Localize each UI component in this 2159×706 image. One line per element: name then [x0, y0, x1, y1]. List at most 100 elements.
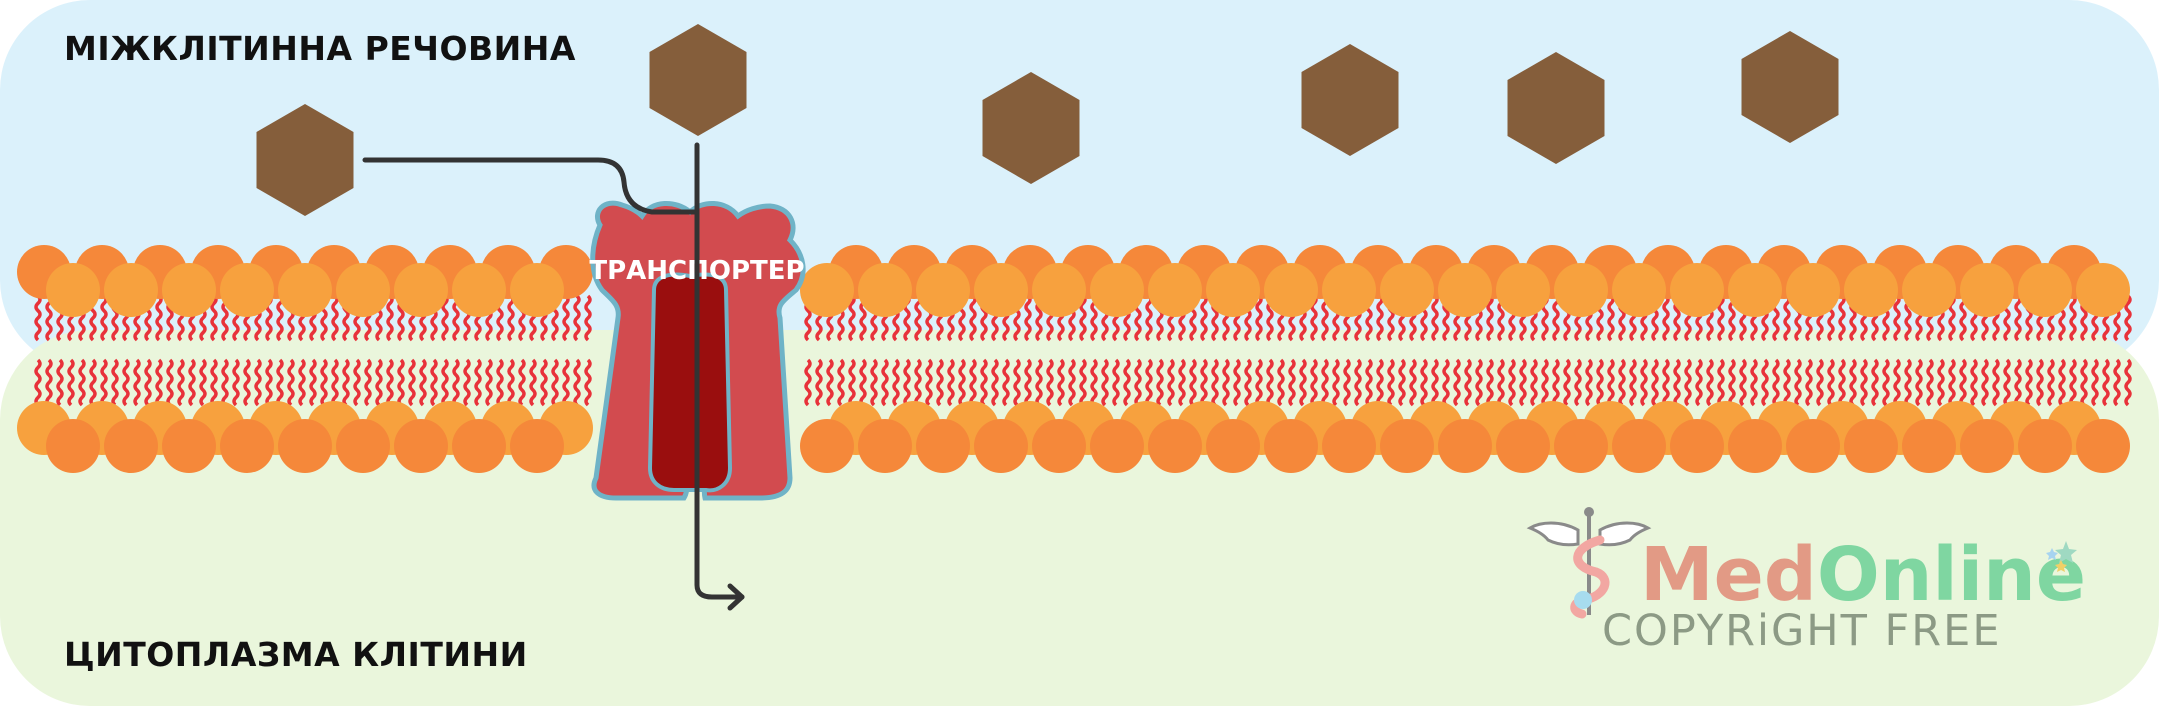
lipid-tail: [1706, 358, 1714, 407]
lipid-tail: [1717, 358, 1725, 407]
lipid-tail: [1233, 358, 1241, 407]
lipid-tail: [2003, 358, 2011, 407]
lipid-tail: [1376, 358, 1384, 407]
lipid-tail: [1255, 358, 1263, 407]
phospholipid-head: [974, 263, 1028, 317]
lipid-tail: [2047, 358, 2055, 407]
lipid-tail: [210, 294, 218, 342]
lipid-tail: [1189, 358, 1197, 407]
phospholipid-head: [858, 419, 912, 473]
phospholipid-head: [394, 263, 448, 317]
lipid-tail: [1409, 358, 1417, 407]
lipid-tail: [1640, 358, 1648, 407]
phospholipid-head: [336, 419, 390, 473]
lipid-tail: [1794, 358, 1802, 407]
molecules-group: [256, 24, 1839, 216]
lipid-tail: [1937, 358, 1945, 407]
lipid-tail: [1002, 358, 1010, 407]
lipid-tail: [2091, 358, 2099, 407]
lipid-tail: [1530, 358, 1538, 407]
transporter-channel: [647, 272, 733, 493]
lipid-tail: [1926, 358, 1934, 407]
lipid-tail: [1222, 358, 1230, 407]
lipid-tail: [1024, 358, 1032, 407]
star-big: [2055, 541, 2077, 563]
lipid-tail: [1618, 358, 1626, 407]
lipid-tail: [2080, 358, 2088, 407]
lipid-tail: [562, 358, 570, 407]
lipid-tail: [408, 358, 416, 407]
lipid-tail: [1519, 358, 1527, 407]
caduceus-wing-right: [1598, 521, 1652, 547]
lipid-tail: [837, 358, 845, 407]
phospholipid-head: [2018, 263, 2072, 317]
lipid-tail: [1079, 358, 1087, 407]
lipid-tail: [1398, 358, 1406, 407]
phospholipid-head: [1380, 419, 1434, 473]
star-small-yellow: [2055, 560, 2067, 572]
lipid-tail: [1035, 358, 1043, 407]
lipid-tail: [1321, 358, 1329, 407]
lipid-tail: [2014, 358, 2022, 407]
lipid-tail: [1486, 294, 1494, 342]
lipid-tail: [2025, 358, 2033, 407]
lipid-tail: [2102, 358, 2110, 407]
lipid-tail: [1332, 358, 1340, 407]
transport-arrow-head: [727, 583, 745, 611]
lipid-tail: [254, 358, 262, 407]
phospholipid-head: [1264, 263, 1318, 317]
lipid-tail: [925, 358, 933, 407]
phospholipid-head: [104, 263, 158, 317]
lipid-tail: [914, 294, 922, 342]
lipid-tail: [34, 294, 42, 342]
molecule-hexagon-icon: [982, 72, 1080, 184]
lipid-tail: [562, 294, 570, 342]
lipid-tail: [1574, 358, 1582, 407]
lipid-tail: [507, 358, 515, 407]
lipid-tail: [144, 358, 152, 407]
lipid-tail: [1420, 358, 1428, 407]
lipid-tail: [2069, 294, 2077, 342]
lipid-tail: [584, 358, 592, 407]
lipid-tail: [1893, 358, 1901, 407]
lipid-tail: [1178, 358, 1186, 407]
outer-head-layer: [17, 245, 2130, 317]
lipid-tail: [903, 358, 911, 407]
lipid-tail: [1541, 358, 1549, 407]
lipid-tail: [474, 358, 482, 407]
caduceus-bubble: [1574, 591, 1592, 609]
phospholipid-head: [1670, 419, 1724, 473]
phospholipid-head: [1902, 263, 1956, 317]
phospholipid-head: [278, 419, 332, 473]
lipid-tail: [89, 358, 97, 407]
cytoplasm-label: ЦИТОПЛАЗМА КЛІТИНИ: [64, 635, 528, 674]
lipid-tail: [848, 294, 856, 342]
lipid-tail: [331, 294, 339, 342]
lipid-tail: [1387, 358, 1395, 407]
lipid-tail: [1607, 294, 1615, 342]
phospholipid-head: [1206, 419, 1260, 473]
lipid-tail: [78, 358, 86, 407]
lipid-tail: [1123, 358, 1131, 407]
transport-arrow: [694, 142, 745, 611]
phospholipid-head: [800, 419, 854, 473]
lipid-tail: [1321, 294, 1329, 342]
lipid-tail: [1156, 358, 1164, 407]
star-small-blue: [2046, 548, 2058, 560]
lipid-tail: [1464, 358, 1472, 407]
lipid-tail: [980, 358, 988, 407]
phospholipid-head: [46, 263, 100, 317]
lipid-tail: [815, 358, 823, 407]
lipid-tail: [1046, 358, 1054, 407]
lipid-tail: [342, 358, 350, 407]
lipid-tail: [969, 294, 977, 342]
lipid-tail: [1211, 358, 1219, 407]
lipid-tail: [1882, 358, 1890, 407]
lipid-tail: [155, 358, 163, 407]
lipid-tail: [892, 358, 900, 407]
phospholipid-head: [1264, 419, 1318, 473]
lipid-tail: [166, 358, 174, 407]
lipid-tail: [100, 358, 108, 407]
lipid-tail: [1827, 358, 1835, 407]
